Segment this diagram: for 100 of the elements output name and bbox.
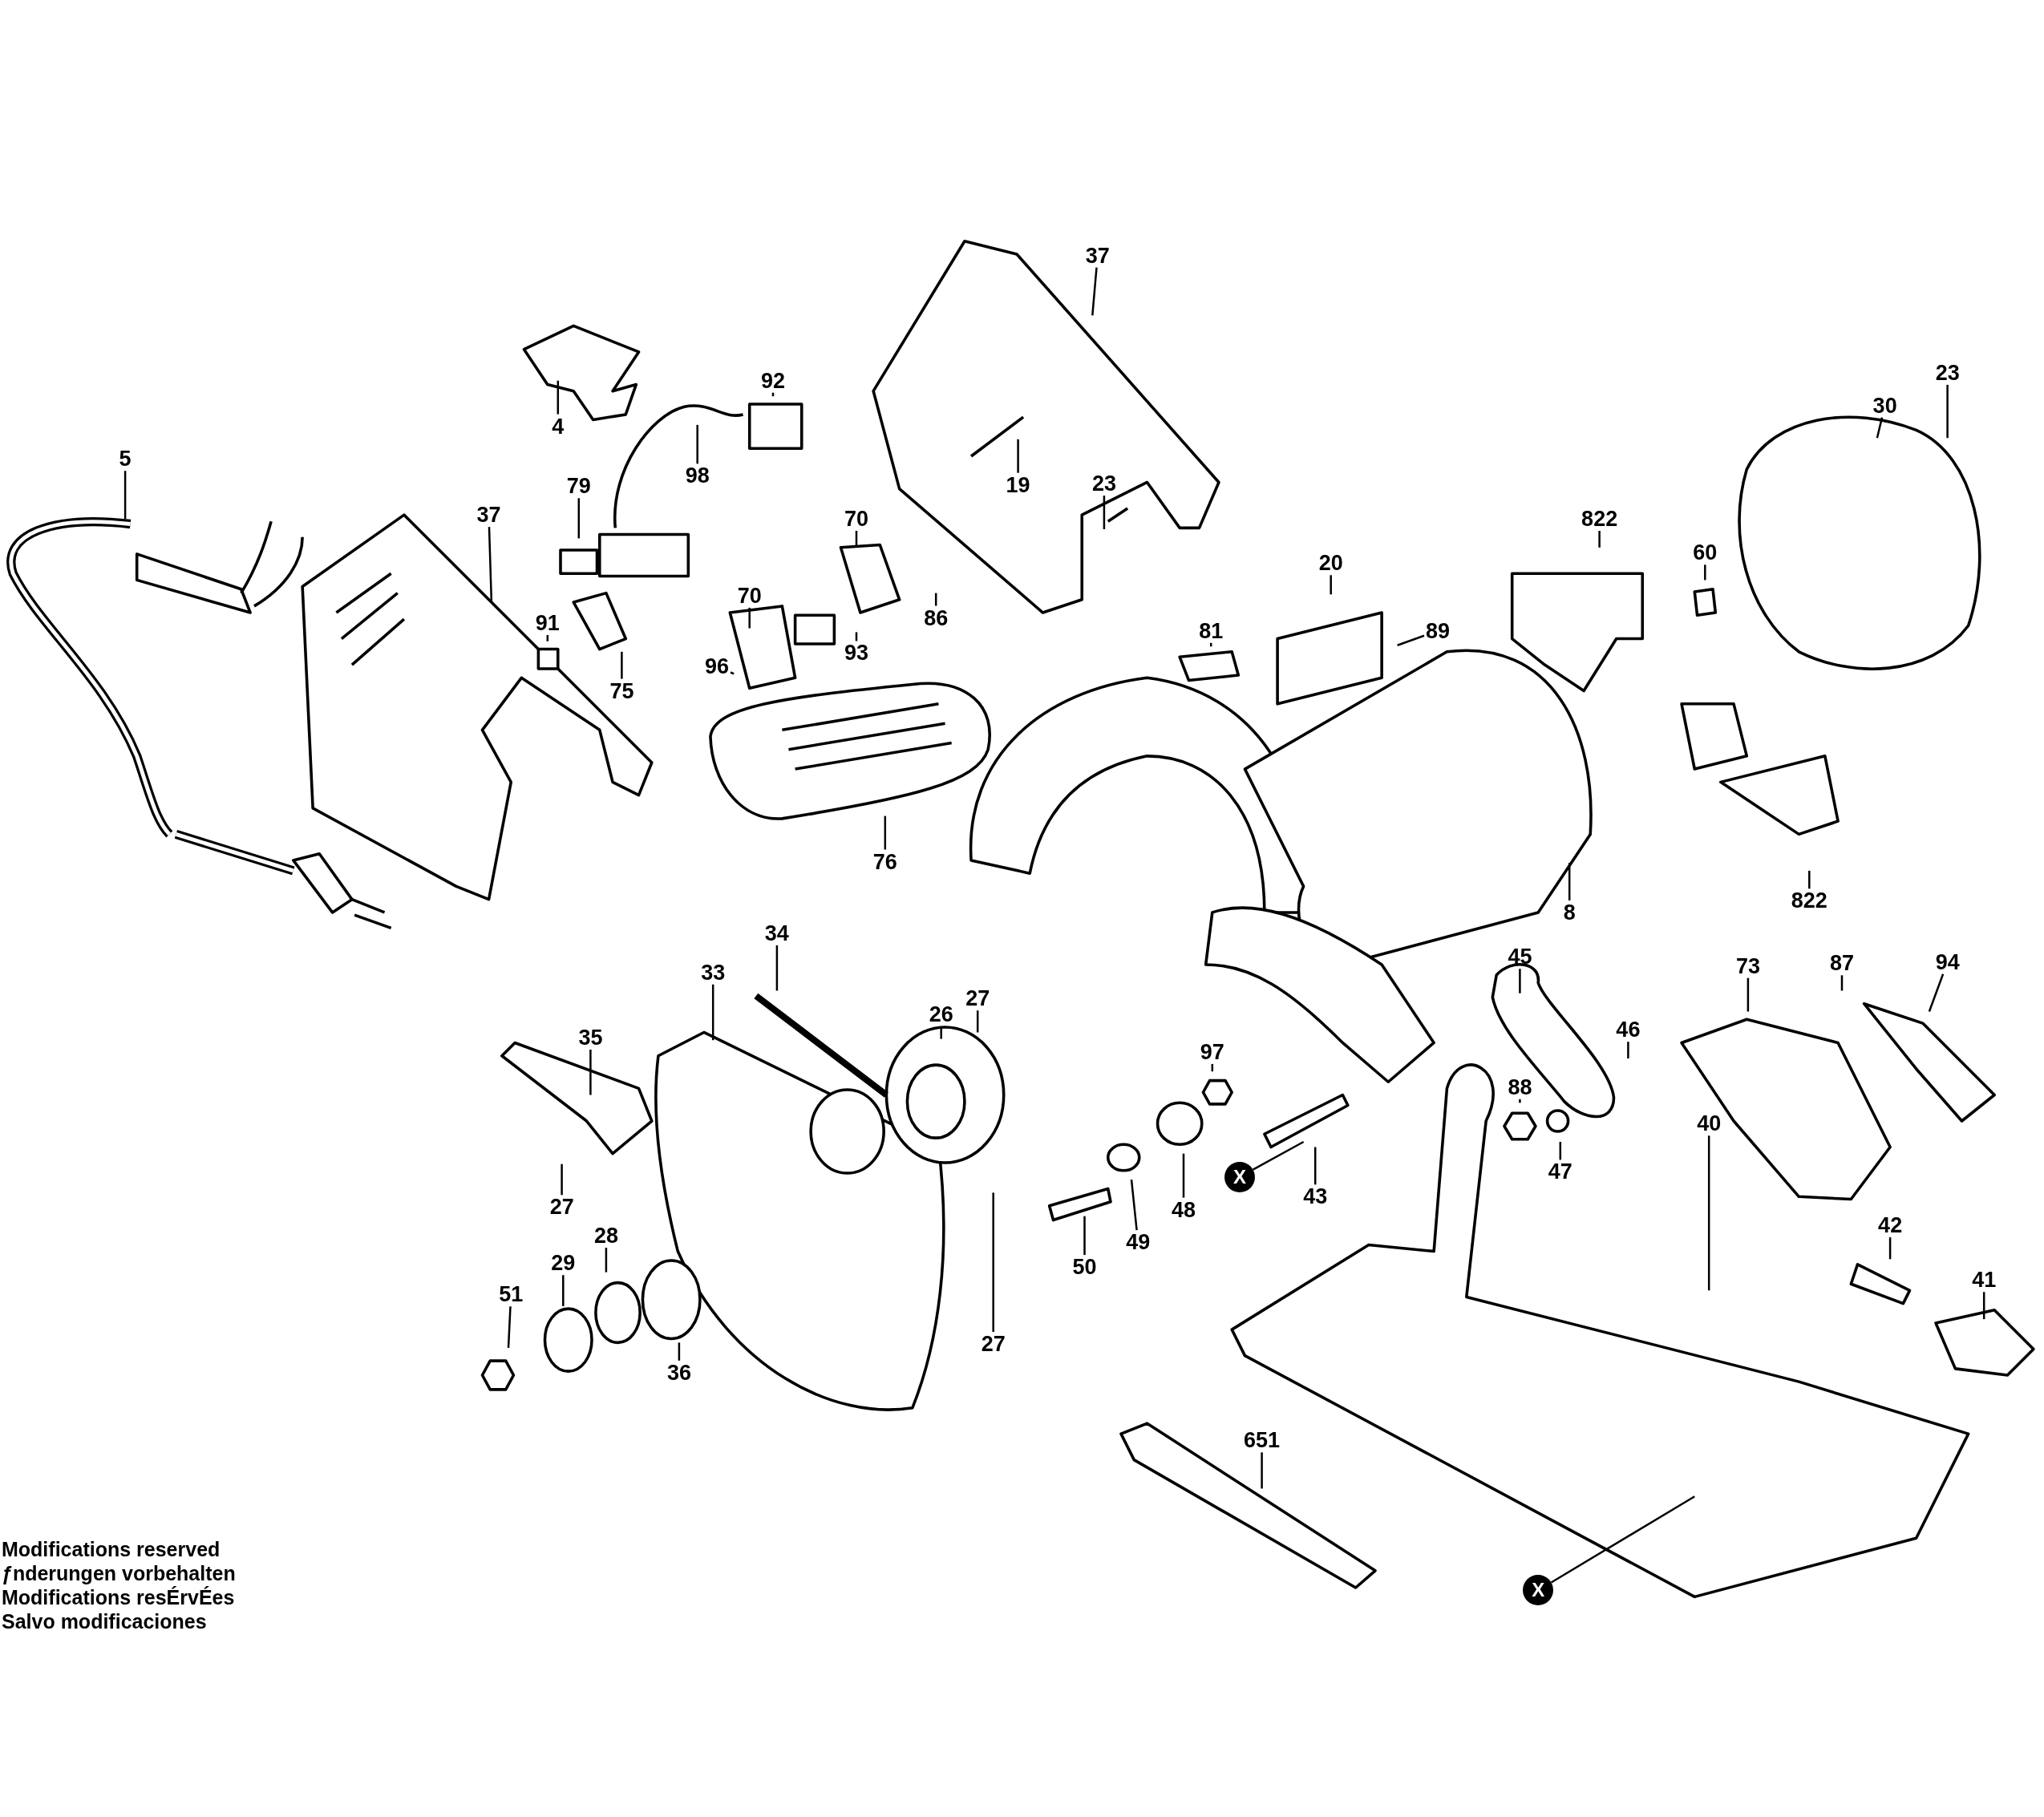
leader-line — [1261, 1452, 1263, 1489]
callout-number: 27 — [965, 986, 990, 1011]
callout-number: 93 — [844, 641, 869, 666]
leader-line — [1253, 1140, 1305, 1171]
leader-line — [1083, 1216, 1086, 1256]
callout-number: 86 — [924, 605, 949, 630]
callout-number: 30 — [1872, 393, 1897, 418]
callout-number: 70 — [844, 507, 869, 531]
leader-line — [696, 424, 698, 464]
callout-number: 29 — [551, 1251, 576, 1276]
callout-number: 822 — [1581, 507, 1618, 531]
note-text: ƒnderungen vorbehalten — [2, 1562, 236, 1584]
callout-number: 35 — [578, 1025, 603, 1050]
leader-line — [855, 531, 858, 548]
callout-number: 46 — [1616, 1018, 1641, 1042]
callout-number: 34 — [764, 921, 789, 945]
leader-line — [1182, 1153, 1185, 1198]
callout-number: 94 — [1935, 949, 1960, 974]
leader-line — [1130, 1180, 1138, 1231]
callout-number: 19 — [1006, 472, 1030, 497]
callout-number: 79 — [566, 474, 591, 499]
leader-line — [557, 380, 560, 415]
leader-line — [577, 498, 581, 539]
leader-line — [1928, 973, 1945, 1012]
callout-number: 97 — [1200, 1039, 1224, 1064]
leader-line — [546, 635, 549, 641]
leader-line — [775, 945, 779, 991]
callout-number: 48 — [1172, 1197, 1196, 1222]
leader-line — [1519, 1099, 1521, 1103]
callout-number: 37 — [1085, 243, 1110, 268]
callout-number: 43 — [1303, 1184, 1328, 1209]
leader-line — [1397, 634, 1425, 646]
leader-line — [934, 593, 937, 606]
callout-number: 50 — [1072, 1255, 1097, 1280]
leader-line — [711, 984, 714, 1041]
note-text: Modifications reserved — [2, 1538, 221, 1560]
leader-line — [1559, 1142, 1562, 1160]
callout-number: 49 — [1126, 1230, 1151, 1255]
callout-number: 4 — [552, 414, 565, 439]
leader-line — [561, 1163, 563, 1196]
leader-line — [1627, 1042, 1629, 1058]
note-text: Salvo modificaciones — [2, 1610, 207, 1633]
leader-line — [507, 1306, 512, 1348]
leader-line — [1888, 1237, 1892, 1260]
leader-line — [488, 527, 493, 603]
leader-line — [1091, 267, 1098, 316]
callout-number: 27 — [981, 1332, 1006, 1356]
leader-line — [1519, 969, 1521, 993]
leader-line — [1876, 417, 1884, 439]
callout-number: 91 — [535, 611, 560, 636]
note-text: Modifications resÉrvÉes — [2, 1586, 235, 1609]
leader-line — [748, 607, 751, 629]
callout-number: 37 — [476, 503, 501, 528]
callout-number: 27 — [549, 1195, 574, 1220]
leader-line — [1598, 531, 1601, 548]
leader-line — [976, 1010, 979, 1033]
leader-line — [1330, 575, 1332, 595]
leader-line — [1704, 565, 1706, 581]
callout-number: 96 — [705, 654, 730, 678]
leader-line — [1211, 1063, 1214, 1072]
leader-line — [1808, 870, 1811, 889]
leader-line — [1747, 977, 1750, 1012]
callout-number: 51 — [499, 1282, 524, 1307]
leader-line — [1313, 1147, 1317, 1185]
leader-line — [1707, 1135, 1710, 1291]
leader-line — [1017, 439, 1019, 473]
leader-line — [1840, 975, 1844, 991]
leader-line — [884, 815, 887, 850]
leader-line — [621, 651, 623, 679]
leader-line — [1550, 1495, 1695, 1584]
leader-line — [123, 471, 127, 519]
callout-number: 23 — [1091, 471, 1116, 496]
callout-number: 8 — [1563, 900, 1576, 925]
leader-line — [1946, 384, 1949, 439]
callout-number: 822 — [1791, 888, 1827, 913]
callout-number: 23 — [1935, 360, 1960, 385]
callout-number: 20 — [1318, 551, 1343, 576]
callout-number: 45 — [1508, 945, 1532, 969]
leader-line — [678, 1342, 681, 1361]
leader-line — [1209, 642, 1212, 647]
callout-number: 70 — [737, 583, 762, 608]
callout-number: 40 — [1697, 1111, 1722, 1136]
callout-number: 33 — [701, 960, 726, 985]
callout-number: 76 — [872, 849, 897, 874]
callout-number: 92 — [760, 368, 785, 393]
callout-number: 28 — [593, 1224, 618, 1248]
reference-marker: X — [1523, 1575, 1554, 1606]
leader-line — [1982, 1292, 1985, 1320]
callout-number: 87 — [1829, 951, 1854, 976]
leader-line — [589, 1050, 592, 1095]
callout-number: 42 — [1878, 1213, 1903, 1238]
leader-line — [730, 671, 735, 675]
leader-line — [940, 1026, 942, 1039]
callout-number: 47 — [1548, 1159, 1572, 1184]
leader-line — [1103, 496, 1106, 529]
reference-marker: X — [1224, 1161, 1255, 1192]
callout-number: 5 — [119, 447, 132, 471]
callout-number: 36 — [666, 1360, 691, 1385]
callout-number: 60 — [1693, 540, 1718, 565]
callout-number: 75 — [609, 678, 634, 703]
